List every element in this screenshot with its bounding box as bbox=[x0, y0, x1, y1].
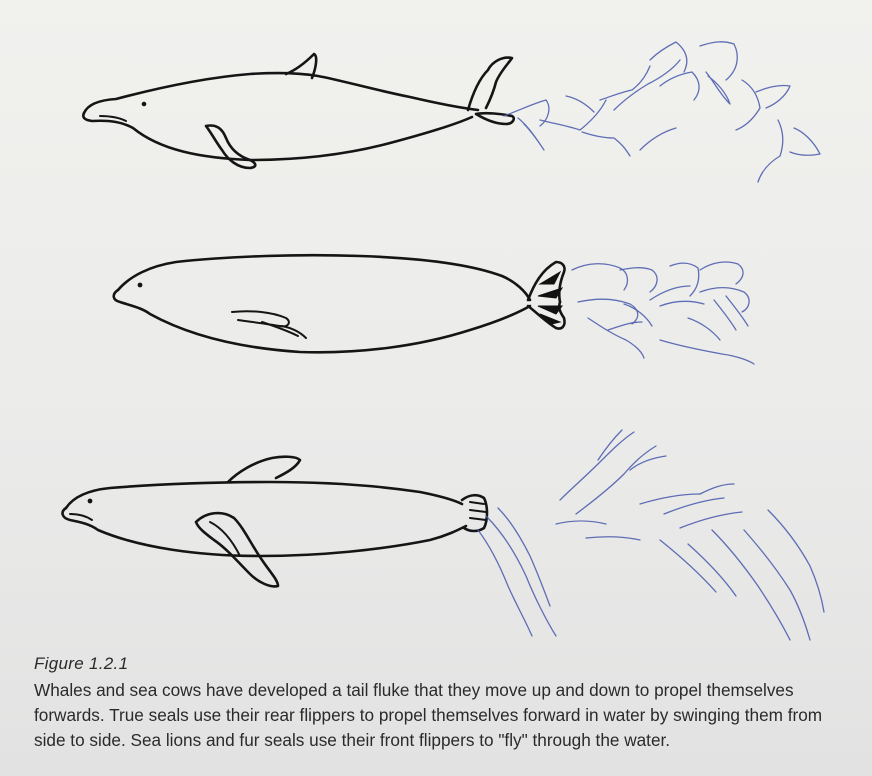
sea-lion-motion-trail bbox=[478, 430, 824, 640]
true-seal-motion-trail bbox=[572, 262, 754, 364]
figure-label: Figure 1.2.1 bbox=[34, 654, 854, 674]
true-seal-drawing bbox=[114, 255, 565, 352]
sea-lion-drawing bbox=[63, 457, 487, 587]
dolphin-motion-trail bbox=[504, 42, 820, 182]
swimming-illustration bbox=[0, 0, 872, 660]
figure-caption: Figure 1.2.1 Whales and sea cows have de… bbox=[34, 654, 854, 753]
dolphin-drawing bbox=[83, 54, 514, 168]
figure-caption-text: Whales and sea cows have developed a tai… bbox=[34, 678, 854, 753]
